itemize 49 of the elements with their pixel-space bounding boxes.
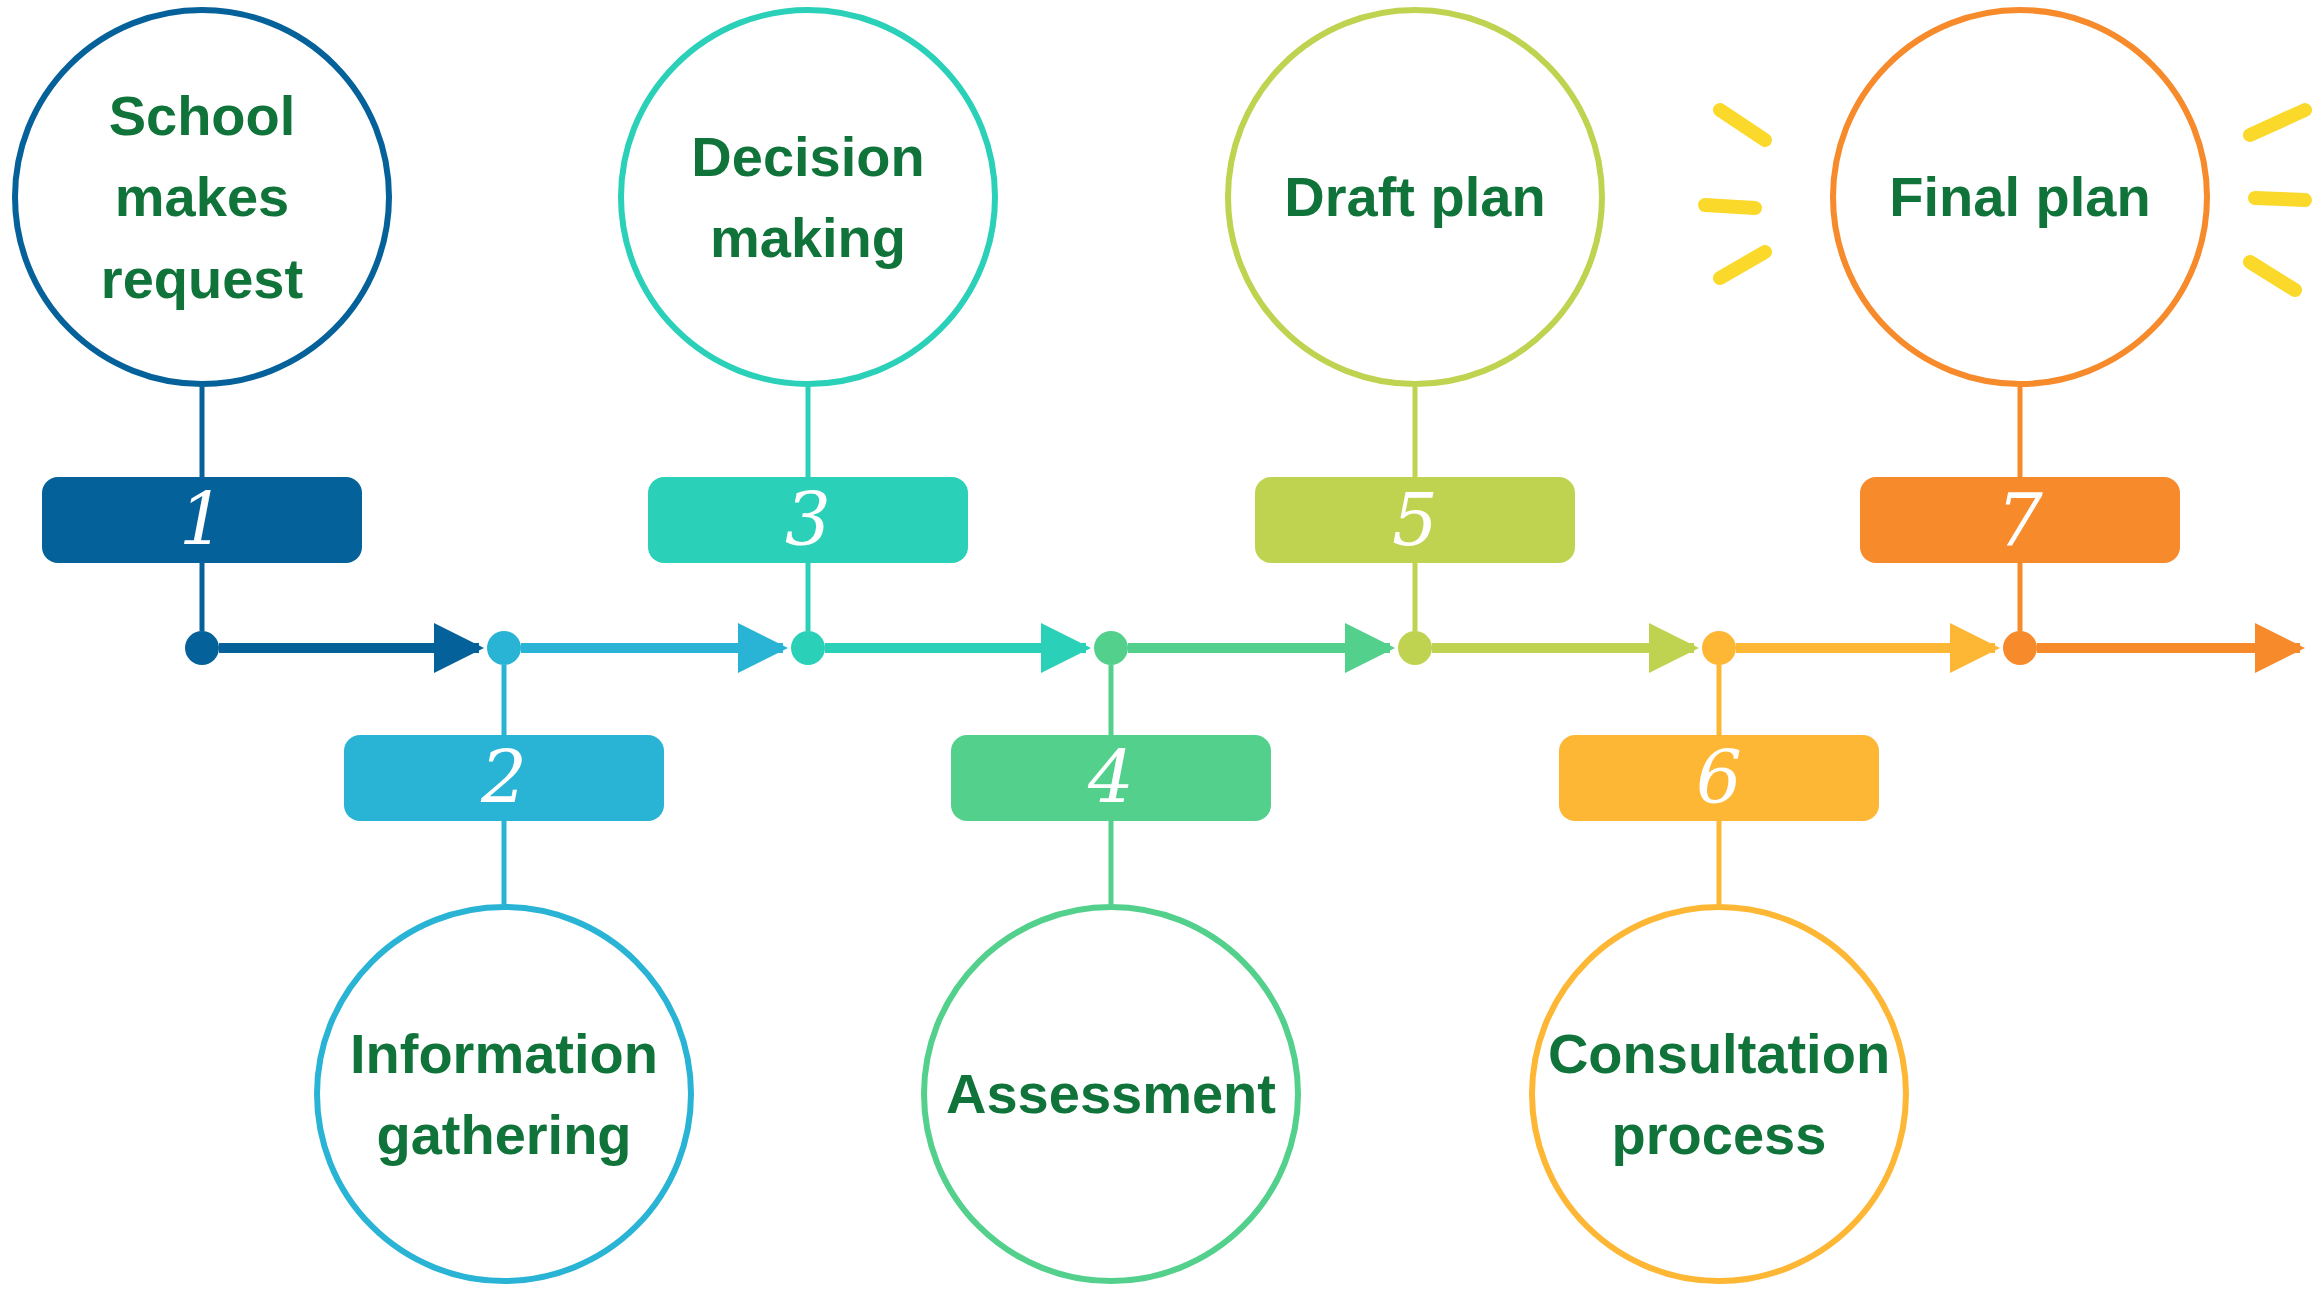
arrow	[1128, 623, 1395, 673]
connector-line	[199, 387, 205, 477]
timeline-dot	[1398, 631, 1432, 665]
timeline-dot	[487, 631, 521, 665]
step-label: School makes request	[99, 83, 305, 312]
connector-line	[199, 563, 205, 631]
timeline-dot	[185, 631, 219, 665]
arrow	[219, 623, 484, 673]
step-number: 5	[1392, 484, 1438, 556]
connector-line	[2017, 387, 2023, 477]
step-number-box	[951, 735, 1271, 821]
connector-line	[2017, 563, 2023, 631]
connector-line	[1412, 563, 1418, 631]
arrow	[2037, 623, 2305, 673]
step-number-box	[1559, 735, 1879, 821]
step-label: Consultation process	[1546, 1020, 1892, 1168]
arrow	[521, 623, 788, 673]
connector-line	[1108, 665, 1114, 735]
step-number: 2	[481, 742, 527, 814]
connector-line	[805, 387, 811, 477]
timeline-dot	[1094, 631, 1128, 665]
step-number-box	[648, 477, 968, 563]
arrow	[1736, 623, 2000, 673]
step-label: Decision making	[690, 123, 926, 271]
step-label: Assessment	[945, 1061, 1277, 1128]
connector-line	[1412, 387, 1418, 477]
timeline-dot	[1702, 631, 1736, 665]
connector-line	[1716, 821, 1722, 904]
step-number-box	[1860, 477, 2180, 563]
connector-line	[501, 665, 507, 735]
arrow	[1432, 623, 1699, 673]
step-number: 3	[785, 484, 831, 556]
connector-line	[501, 821, 507, 904]
connector-line	[805, 563, 811, 631]
timeline-dot	[2003, 631, 2037, 665]
step-label: Draft plan	[1283, 164, 1547, 231]
step-number: 4	[1088, 742, 1134, 814]
step-number-box	[344, 735, 664, 821]
step-label: Final plan	[1888, 164, 2152, 231]
step-number: 6	[1696, 742, 1742, 814]
arrow	[825, 623, 1091, 673]
step-number-box	[42, 477, 362, 563]
connector-line	[1716, 665, 1722, 735]
connector-line	[1108, 821, 1114, 904]
timeline-dot	[791, 631, 825, 665]
step-number: 7	[1997, 484, 2043, 556]
step-number: 1	[179, 484, 225, 556]
step-number-box	[1255, 477, 1575, 563]
step-label: Information gathering	[349, 1020, 659, 1168]
